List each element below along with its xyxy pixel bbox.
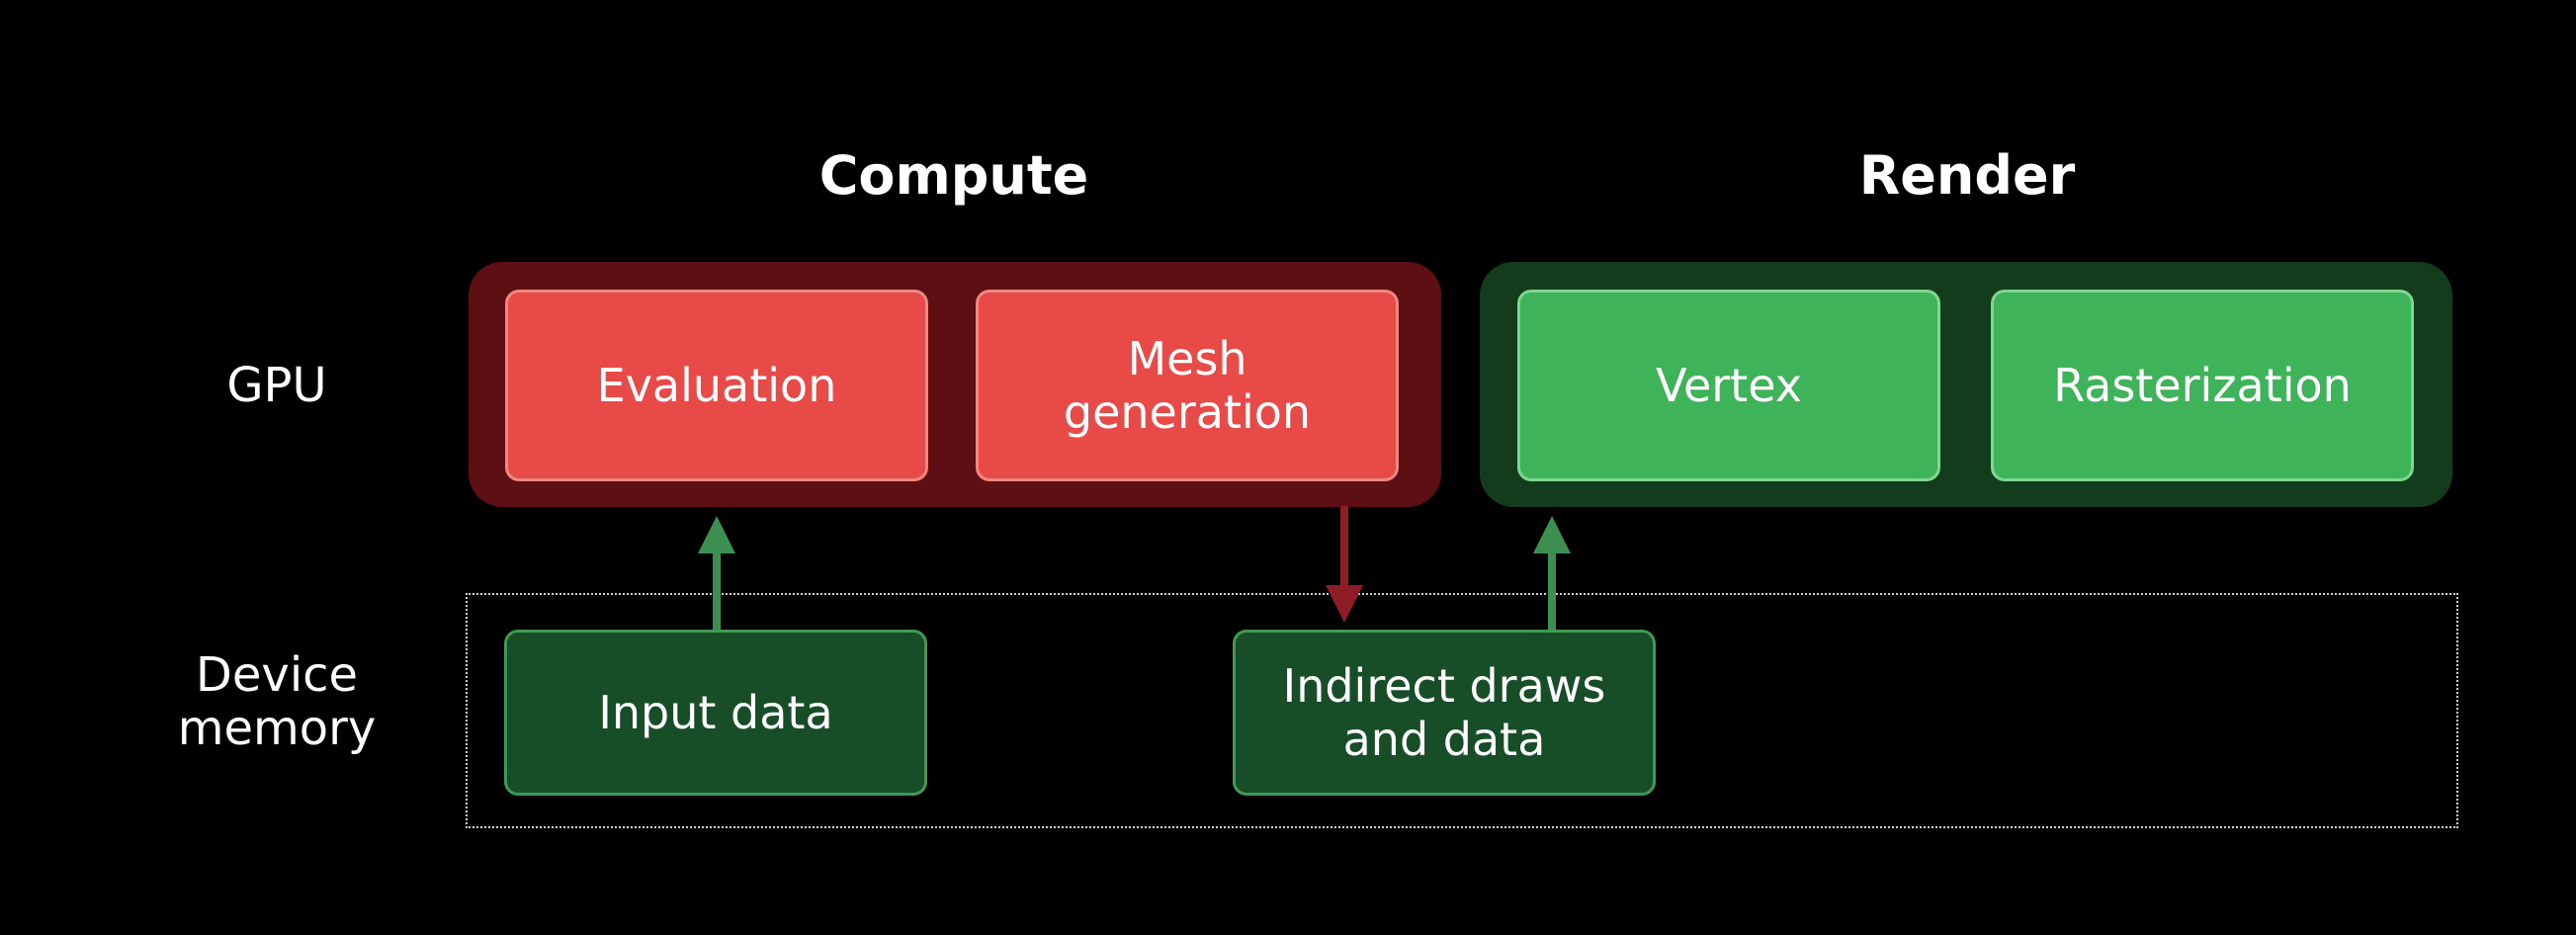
indirect-draws-buffer: Indirect draws and data <box>1233 630 1656 796</box>
evaluation-stage: Evaluation <box>505 290 928 481</box>
mesh-generation-stage: Mesh generation <box>976 290 1399 481</box>
input-data-buffer: Input data <box>504 630 927 796</box>
compute-heading: Compute <box>818 144 1089 207</box>
gpu-row-label: GPU <box>226 358 327 413</box>
input-to-evaluation-arrow <box>698 516 735 630</box>
render-heading: Render <box>1858 144 2076 207</box>
mesh-generation-to-indirect-draws-arrow <box>1326 506 1363 623</box>
rasterization-stage: Rasterization <box>1991 290 2414 481</box>
indirect-draws-to-vertex-arrow <box>1533 516 1571 630</box>
device-memory-row-label: Device memory <box>177 647 377 756</box>
device-memory-region <box>466 593 2458 828</box>
vertex-stage: Vertex <box>1517 290 1940 481</box>
